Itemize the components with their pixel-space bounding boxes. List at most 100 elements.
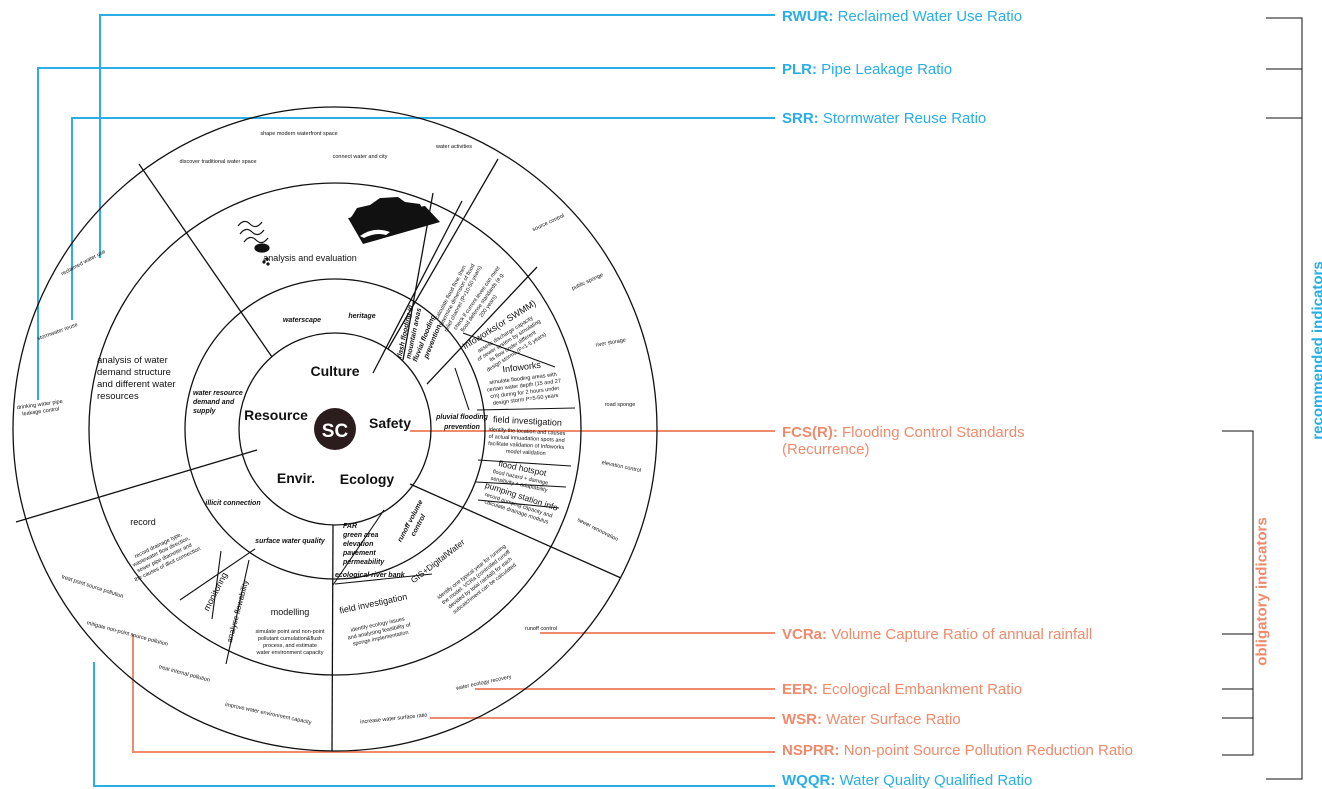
label-field-investigation-safety: field investigation identify the locatio…	[488, 414, 566, 457]
srr-connector	[71, 117, 775, 320]
svg-text:ecological river bank: ecological river bank	[335, 572, 406, 579]
svg-text:prevention: prevention	[443, 424, 480, 431]
svg-text:analysis of water: analysis of water	[97, 355, 168, 366]
sector-dividers	[15, 158, 622, 752]
indicator-wsr: WSR: Water Surface Ratio	[782, 711, 961, 728]
svg-text:elevation: elevation	[343, 541, 373, 548]
svg-text:model validation: model validation	[506, 449, 546, 457]
outer-ring	[12, 106, 658, 752]
label-water-resource: water resource	[193, 390, 243, 397]
label-surface-water-quality: surface water quality	[255, 538, 326, 545]
wheel-rings	[12, 106, 658, 752]
indicator-fcs: FCS(R): Flooding Control Standards(Recur…	[782, 424, 1025, 458]
label-shape-modern: shape modern waterfront space	[260, 131, 337, 137]
rwur-connector	[99, 14, 775, 258]
label-treat-point: treat point source pollution	[61, 574, 124, 600]
svg-text:FAR: FAR	[343, 523, 357, 530]
label-mitigate-nonpoint: mitigate non-point source pollution	[86, 620, 168, 647]
indicator-srr: SRR: Stormwater Reuse Ratio	[782, 110, 987, 127]
wqqr-connector	[93, 662, 775, 787]
svg-text:simulate point and non-point: simulate point and non-point	[255, 629, 325, 635]
svg-text:pollutant cumulation&flush: pollutant cumulation&flush	[258, 636, 322, 642]
svg-text:identify the location and caus: identify the location and causes	[488, 427, 565, 437]
safety-band-texts: calculate flood flow, then determine dim…	[130, 263, 566, 656]
label-analysis-evaluation: analysis and evaluation	[263, 253, 357, 263]
label-sewer-renovation: sewer rennovation	[576, 517, 619, 543]
svg-text:field investigation: field investigation	[338, 591, 408, 615]
indicator-brackets	[1222, 17, 1303, 780]
label-increase-water-surface: increase water surface ratio	[360, 712, 428, 725]
indicator-eer: EER: Ecological Embankment Ratio	[782, 681, 1023, 698]
label-record: record	[130, 517, 156, 527]
svg-text:monitoring: monitoring	[201, 571, 229, 613]
label-modelling-desc: simulate point and non-point pollutant c…	[255, 629, 325, 656]
label-river-storage: river storage	[595, 337, 626, 348]
svg-text:and different water: and different water	[97, 379, 176, 390]
label-monitoring: monitoring	[201, 571, 229, 613]
label-heritage: heritage	[348, 313, 375, 320]
svg-text:demand and: demand and	[193, 399, 235, 406]
recommended-indicators-label: recommended indicators	[1309, 261, 1322, 440]
label-analysis-water-demand: analysis of water demand structure and d…	[97, 355, 176, 402]
label-reclaimed-water: reclaimed water use	[60, 249, 106, 277]
svg-text:resources: resources	[97, 391, 139, 402]
center-label: SC	[322, 421, 349, 442]
label-stormwater-reuse: stormwater reuse	[37, 322, 79, 342]
obligatory-indicators-label: obligatory indicators	[1253, 517, 1271, 666]
obligatory-bracket	[1222, 430, 1254, 756]
label-modelling: modelling	[271, 607, 310, 617]
svg-text:of actual innuadation spots an: of actual innuadation spots and	[488, 434, 564, 444]
recommended-bracket	[1266, 17, 1303, 780]
label-elevation-control: elevation control	[601, 460, 641, 474]
label-culture: Culture	[311, 363, 360, 379]
recommended-connectors	[37, 14, 775, 787]
indicator-nsprr: NSPRR: Non-point Source Pollution Reduct…	[782, 742, 1134, 759]
label-waterscape: waterscape	[283, 317, 321, 324]
svg-text:facilitate validation of Infow: facilitate validation of Infoworks	[488, 441, 565, 451]
label-pluvial-flooding: pluvial flooding	[435, 414, 488, 421]
inner-labels: Culture Safety Ecology Envir. Resource	[244, 363, 411, 487]
third-ring	[88, 182, 582, 676]
label-far-group: FAR green area elevation pavement permea…	[335, 523, 406, 579]
svg-text:Infoworks: Infoworks	[502, 360, 542, 375]
label-discover-traditional: discover traditional water space	[179, 159, 256, 165]
label-illicit-connection: illicit connection	[205, 500, 260, 507]
label-resource: Resource	[244, 407, 308, 423]
svg-text:water environment capacity: water environment capacity	[256, 650, 324, 656]
label-source-control: source control	[532, 213, 566, 233]
svg-text:process, and estimate: process, and estimate	[263, 643, 317, 649]
label-treat-internal: treat internal pollution	[158, 664, 210, 683]
nsprr-connector	[132, 634, 775, 753]
indicator-wqqr: WQQR: Water Quality Qualified Ratio	[782, 772, 1033, 789]
svg-text:field investigation: field investigation	[493, 414, 562, 428]
label-public-sponge: public sponge	[571, 272, 604, 292]
svg-text:analyse flowability: analyse flowability	[225, 579, 250, 644]
label-ecology: Ecology	[340, 471, 395, 487]
indicator-vcra: VCRa: Volume Capture Ratio of annual rai…	[782, 626, 1093, 643]
label-improve-env-capacity: improve water environment capacity	[225, 702, 313, 726]
label-drinking-water-pipe: drinking water pipe leakage control	[17, 399, 64, 418]
label-field-investigation-ecology: field investigation identify ecology iss…	[338, 591, 411, 647]
svg-text:demand structure: demand structure	[97, 367, 171, 378]
svg-text:GIS+DigitalWater: GIS+DigitalWater	[409, 537, 467, 585]
label-safety: Safety	[369, 415, 411, 431]
heritage-building-icon	[348, 197, 440, 244]
label-runoff-volume: runoff volume control	[397, 499, 428, 543]
label-envir: Envir.	[277, 470, 315, 486]
center-disk	[314, 408, 356, 450]
water-ripple-icon	[237, 220, 270, 266]
second-ring	[184, 278, 486, 580]
label-runoff-control: runoff control	[525, 626, 557, 632]
plr-connector	[37, 67, 775, 400]
lower-subdivisions	[179, 509, 433, 665]
svg-text:supply: supply	[193, 408, 217, 415]
svg-text:pavement: pavement	[342, 550, 376, 557]
svg-text:leakage control: leakage control	[22, 406, 60, 417]
svg-text:permeability: permeability	[342, 559, 385, 566]
indicator-plr: PLR: Pipe Leakage Ratio	[782, 61, 953, 78]
label-road-sponge: road sponge	[605, 402, 636, 408]
inner-ring	[238, 332, 432, 526]
label-analyse-flowability: analyse flowability	[225, 579, 250, 644]
indicator-rwur: RWUR: Reclaimed Water Use Ratio	[782, 8, 1023, 25]
label-water-activities: water activities	[435, 144, 472, 150]
